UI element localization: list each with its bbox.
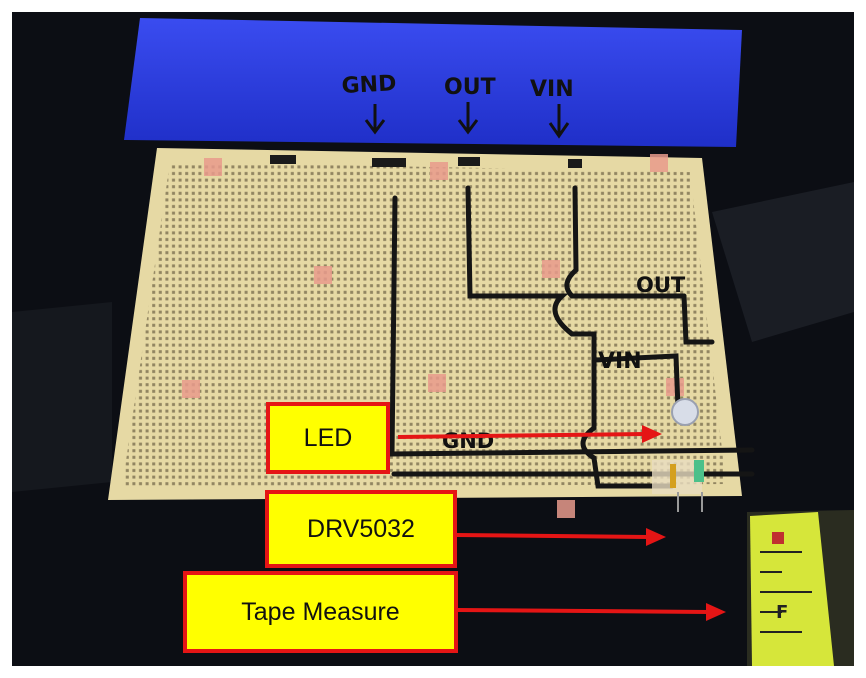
- header-pins: [270, 155, 582, 168]
- board-label-out: OUT: [636, 273, 686, 297]
- board-label-gnd: GND: [442, 429, 494, 453]
- drv5032-sensor: [652, 460, 704, 512]
- tape-measure: F: [747, 510, 854, 666]
- callout-tape-measure: Tape Measure: [183, 571, 458, 653]
- perfboard-holes: [122, 162, 726, 488]
- pointer-arrows: [397, 425, 726, 621]
- board-label-vin: VIN: [598, 349, 642, 374]
- background-shadow: [12, 302, 112, 492]
- photo: GND OUT VIN: [12, 12, 854, 666]
- led: [671, 398, 699, 426]
- tape-label-gnd: GND: [341, 71, 397, 99]
- callout-led-label: LED: [303, 423, 353, 452]
- background-shadow: [712, 182, 854, 342]
- tape-label-vin: VIN: [530, 77, 574, 102]
- callout-tape-measure-label: Tape Measure: [241, 597, 400, 626]
- blue-tape: [124, 18, 742, 147]
- callout-led: LED: [266, 402, 390, 474]
- tape-arrows: [364, 102, 570, 139]
- callout-drv5032-label: DRV5032: [307, 514, 415, 543]
- tape-label-out: OUT: [444, 75, 496, 100]
- svg-text:F: F: [776, 602, 788, 623]
- callout-drv5032: DRV5032: [265, 490, 457, 568]
